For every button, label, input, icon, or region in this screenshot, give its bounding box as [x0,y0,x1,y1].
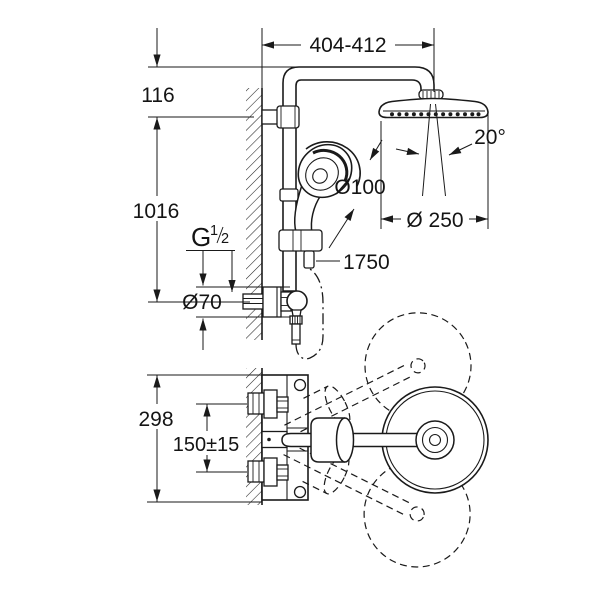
dim-escutcheon-dia: Ø70 [182,250,290,350]
dim-hose-length: 1750 [316,251,390,274]
side-view [242,66,489,360]
plan-view [246,312,489,568]
inlet-union-bottom [247,457,289,487]
hose-outlet [291,323,301,345]
spray-cone [422,103,446,197]
arm-pivot-sleeve [310,417,355,463]
hose-connector [303,250,315,269]
dim-wall-offset-label: 116 [141,84,174,107]
dim-top-width-label: 404-412 [309,34,386,57]
head-shower-hub [415,420,455,460]
dim-inlet-distance-label: 150±15 [173,434,240,456]
dim-head-shower-dia: Ø 250 [380,113,489,232]
dim-thread-denominator: 2 [221,231,229,247]
mounting-screw-top [293,378,307,392]
dim-head-shower-dia-label: Ø 250 [406,209,463,232]
dim-hose-length-label: 1750 [343,251,390,274]
inlet-union-top [247,389,289,419]
shower-hose [295,268,324,360]
dim-escutcheon-dia-label: Ø70 [182,291,222,314]
dim-spray-angle: 20° [395,126,506,156]
hand-shower-holder [278,229,323,252]
dim-rail-height-label: 1016 [133,200,180,223]
escutcheon [262,286,282,318]
dim-thread: G 1 2 [186,222,236,292]
dim-hand-shower-dia-label: Ø100 [334,176,385,199]
dim-rail-height: 1016 [130,117,250,303]
wall-hatch-plan [246,368,262,505]
dim-inlet-distance: 150±15 [169,403,247,473]
rail-joint-collar [279,188,299,202]
dim-wall-offset: 116 [141,28,297,118]
wall-hatch-side [246,88,262,340]
dimension-annotations: 404-412 116 1016 G 1 2 [130,28,506,503]
valve-body [286,290,308,312]
dim-top-width: 404-412 [261,28,435,92]
dim-thread-letter: G [191,222,211,252]
dim-body-depth: 298 [133,374,262,503]
mounting-screw-bottom [293,485,307,499]
dim-thread-numerator: 1 [210,223,218,239]
dim-body-depth-label: 298 [138,408,173,431]
dim-spray-angle-label: 20° [474,126,506,149]
head-shower-side [378,89,489,119]
dim-hand-shower-dia: Ø100 [328,139,386,249]
rail-wall-bracket [261,105,300,129]
hand-shower [278,141,361,269]
